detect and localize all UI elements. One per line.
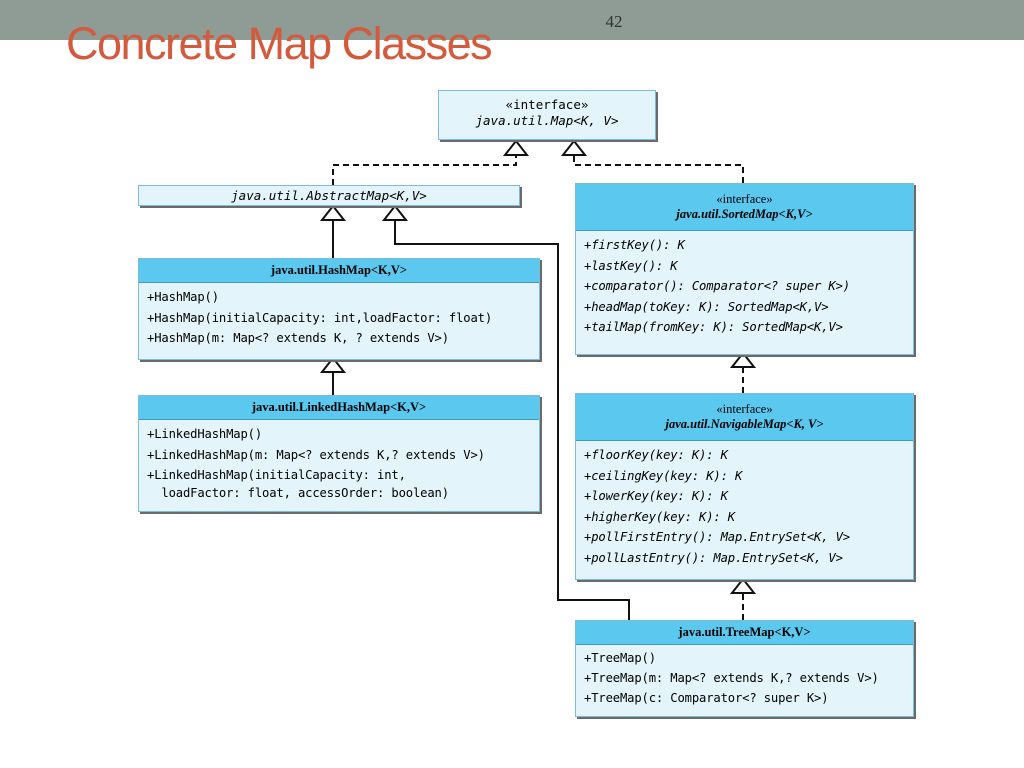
inheritance-arrowhead [502, 139, 530, 156]
connector-treemap-abstractmap [394, 220, 630, 620]
treemap-class-name: java.util.TreeMap<K,V> [678, 625, 811, 639]
constructor: +TreeMap() [584, 651, 656, 665]
inheritance-arrowhead [319, 356, 347, 373]
method: +lowerKey(key: K): K [584, 489, 728, 503]
sortedmap-members: +firstKey(): K +lastKey(): K +comparator… [576, 231, 913, 338]
inheritance-arrowhead [560, 139, 588, 156]
sortedmap-header: «interface» java.util.SortedMap<K,V> [576, 184, 913, 231]
hashmap-class-name: java.util.HashMap<K,V> [270, 263, 408, 277]
abstractmap-class-name: java.util.AbstractMap<K,V> [231, 188, 427, 203]
inheritance-arrowhead [729, 577, 757, 594]
linkedhashmap-class-name: java.util.LinkedHashMap<K,V> [251, 400, 427, 414]
constructor: +TreeMap(m: Map<? extends K,? extends V>… [584, 671, 879, 685]
map-class-name: java.util.Map<K, V> [475, 113, 619, 128]
method: +firstKey(): K [584, 238, 685, 252]
navigablemap-stereotype: «interface» [716, 402, 773, 416]
constructor: +HashMap(initialCapacity: int,loadFactor… [147, 310, 492, 325]
constructor: +LinkedHashMap(initialCapacity: int, loa… [147, 468, 449, 500]
hashmap-header: java.util.HashMap<K,V> [139, 259, 539, 283]
class-box-hashmap: java.util.HashMap<K,V> +HashMap() +HashM… [138, 258, 540, 360]
constructor: +LinkedHashMap() [147, 427, 262, 441]
method: +headMap(toKey: K): SortedMap<K,V> [584, 299, 829, 314]
linkedhashmap-header: java.util.LinkedHashMap<K,V> [139, 396, 539, 420]
method: +pollLastEntry(): Map.EntrySet<K, V> [584, 550, 843, 565]
constructor: +LinkedHashMap(m: Map<? extends K,? exte… [147, 447, 485, 462]
map-stereotype: «interface» [505, 97, 589, 112]
method: +lastKey(): K [584, 258, 678, 273]
method: +tailMap(fromKey: K): SortedMap<K,V> [584, 320, 843, 334]
inheritance-arrowhead [729, 351, 757, 368]
constructor: +HashMap(m: Map<? extends K, ? extends V… [147, 331, 449, 345]
class-box-map: «interface» java.util.Map<K, V> [438, 90, 656, 140]
class-box-abstractmap: java.util.AbstractMap<K,V> [138, 185, 520, 206]
constructor: +TreeMap(c: Comparator<? super K>) [584, 691, 829, 705]
sortedmap-class-name: java.util.SortedMap<K,V> [676, 207, 813, 221]
connector-sortedmap-map [573, 155, 744, 183]
header-bar [0, 0, 1024, 40]
class-box-sortedmap: «interface» java.util.SortedMap<K,V> +fi… [575, 183, 914, 355]
method: +floorKey(key: K): K [584, 448, 728, 462]
method: +higherKey(key: K): K [584, 509, 735, 524]
navigablemap-class-name: java.util.NavigableMap<K, V> [665, 417, 824, 431]
class-box-treemap: java.util.TreeMap<K,V> +TreeMap() +TreeM… [575, 620, 914, 717]
treemap-members: +TreeMap() +TreeMap(m: Map<? extends K,?… [576, 645, 913, 708]
linkedhashmap-members: +LinkedHashMap() +LinkedHashMap(m: Map<?… [139, 420, 539, 502]
navigablemap-header: «interface» java.util.NavigableMap<K, V> [576, 394, 913, 441]
class-box-linkedhashmap: java.util.LinkedHashMap<K,V> +LinkedHash… [138, 395, 540, 512]
slide-title: Concrete Map Classes [66, 18, 493, 69]
inheritance-arrowhead [319, 204, 347, 221]
method: +ceilingKey(key: K): K [584, 468, 743, 483]
connector-abstractmap-map [332, 155, 517, 185]
method: +pollFirstEntry(): Map.EntrySet<K, V> [584, 530, 850, 544]
constructor: +HashMap() [147, 290, 219, 304]
sortedmap-stereotype: «interface» [716, 192, 773, 206]
inheritance-arrowhead [381, 204, 409, 221]
navigablemap-members: +floorKey(key: K): K +ceilingKey(key: K)… [576, 441, 913, 568]
class-box-navigablemap: «interface» java.util.NavigableMap<K, V>… [575, 393, 914, 580]
treemap-header: java.util.TreeMap<K,V> [576, 621, 913, 645]
hashmap-members: +HashMap() +HashMap(initialCapacity: int… [139, 283, 539, 349]
method: +comparator(): Comparator<? super K>) [584, 279, 850, 293]
slide-number: 42 [605, 12, 623, 31]
